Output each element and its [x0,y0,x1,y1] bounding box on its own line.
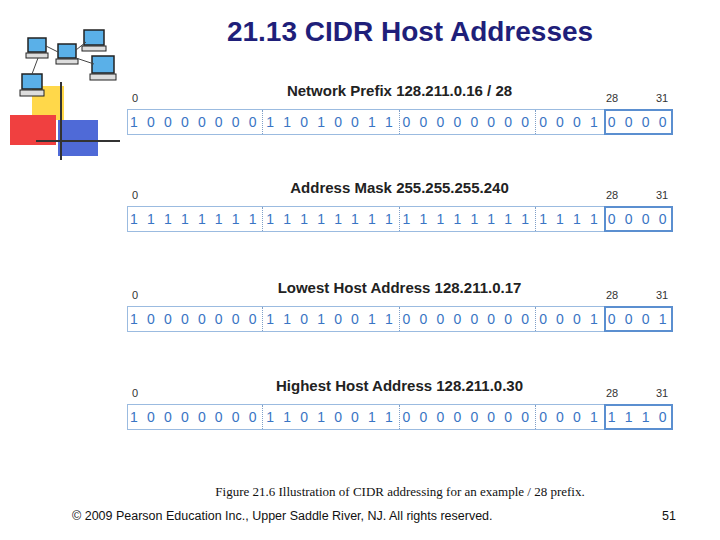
figure-caption: Figure 21.6 Illustration of CIDR address… [150,484,650,500]
bit-group: 0 0 0 1 [536,110,604,134]
bit-group: 1 1 1 1 1 1 1 1 [400,207,536,231]
row-heading: Network Prefix 128.211.0.16 / 28 [128,82,671,99]
bit-group: 0 0 0 0 0 0 0 0 [400,307,536,331]
bit-group: 1 1 0 1 0 0 1 1 [263,110,399,134]
host-bits-box: 1 1 1 0 [604,404,673,430]
bit-index: 0 [132,189,138,201]
bit-group: 0 0 0 1 [536,405,604,429]
bit-index: 0 [132,92,138,104]
bit-group: 1 1 1 0 [606,406,671,428]
bit-index: 0 [132,289,138,301]
host-bits-box: 0 0 0 0 [604,109,673,135]
bit-group: 0 0 0 0 [606,111,671,133]
bit-index: 28 [606,189,618,201]
row-heading: Highest Host Address 128.211.0.30 [128,377,671,394]
bit-group: 1 1 0 1 0 0 1 1 [263,405,399,429]
bit-group: 1 1 1 1 [536,207,604,231]
row-heading: Lowest Host Address 128.211.0.17 [128,279,671,296]
address-bit-strip: Highest Host Address 128.211.0.301 0 0 0… [127,404,672,430]
bit-group: 0 0 0 0 0 0 0 0 [400,405,536,429]
host-bits-box: 0 0 0 1 [604,306,673,332]
address-bit-strip: Address Mask 255.255.255.2401 1 1 1 1 1 … [127,206,672,232]
row-heading: Address Mask 255.255.255.240 [128,179,671,196]
copyright-note: © 2009 Pearson Education Inc., Upper Sad… [72,509,493,523]
slide-title: 21.13 CIDR Host Addresses [150,16,670,48]
bit-group: 1 0 0 0 0 0 0 0 [127,307,263,331]
bit-index: 31 [656,387,668,399]
bit-group: 0 0 0 0 [606,208,671,230]
bit-group: 0 0 0 1 [536,307,604,331]
bit-group: 0 0 0 1 [606,308,671,330]
bit-index: 28 [606,289,618,301]
bit-group: 0 0 0 0 0 0 0 0 [400,110,536,134]
bit-index: 31 [656,92,668,104]
bit-group: 1 1 1 1 1 1 1 1 [127,207,263,231]
bit-index: 28 [606,387,618,399]
slide-number: 51 [662,509,676,523]
bit-index: 31 [656,189,668,201]
bit-index: 28 [606,92,618,104]
bit-group: 1 0 0 0 0 0 0 0 [127,110,263,134]
address-bit-strip: Lowest Host Address 128.211.0.171 0 0 0 … [127,306,672,332]
bit-index: 0 [132,387,138,399]
host-bits-box: 0 0 0 0 [604,206,673,232]
computer-clipart [0,0,130,170]
bit-index: 31 [656,289,668,301]
address-bit-strip: Network Prefix 128.211.0.16 / 281 0 0 0 … [127,109,672,135]
bit-group: 1 1 1 1 1 1 1 1 [263,207,399,231]
bit-group: 1 0 0 0 0 0 0 0 [127,405,263,429]
bit-group: 1 1 0 1 0 0 1 1 [263,307,399,331]
